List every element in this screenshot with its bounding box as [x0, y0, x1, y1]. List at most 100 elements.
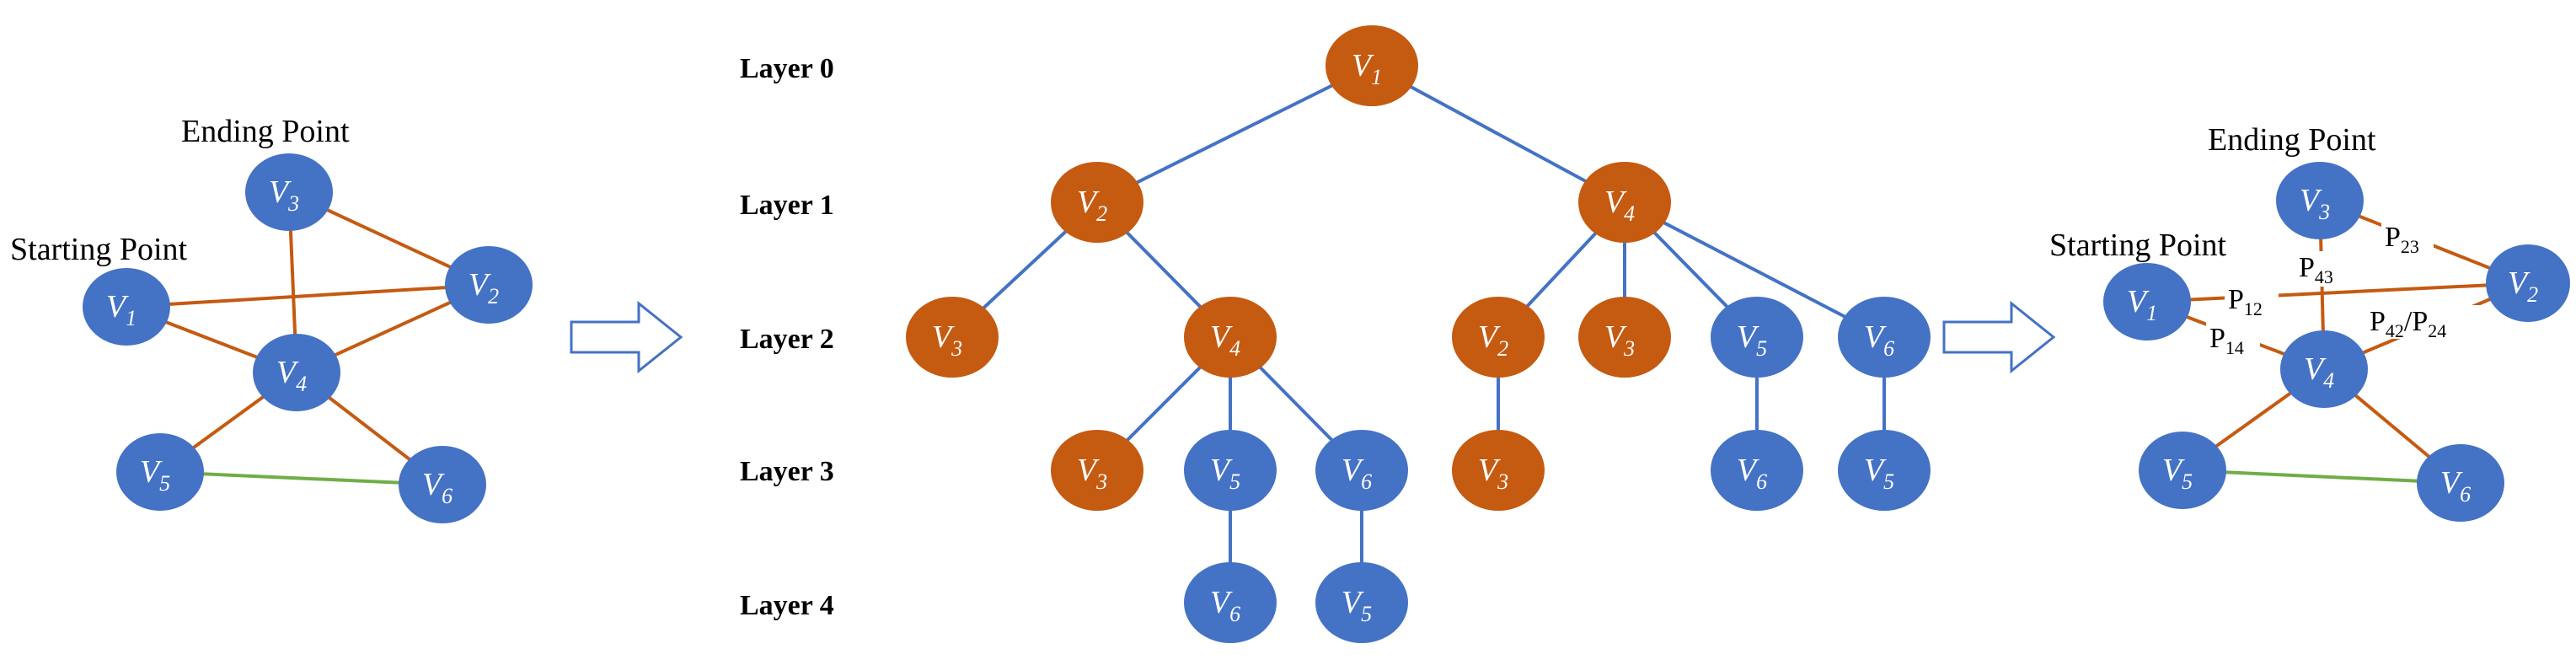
tree-node-t3: V4 [1578, 162, 1671, 243]
svg-text:V2: V2 [469, 267, 499, 308]
left-node-v5: V5 [116, 433, 204, 511]
tree-node-label: V3 [1478, 453, 1508, 494]
right-starting-point-label: Starting Point [2049, 228, 2227, 263]
tree-node-t1: V1 [1325, 25, 1418, 106]
tree-node-label: V3 [1604, 319, 1635, 361]
left-node-v2-sub: 2 [488, 284, 499, 308]
path-label-p12: P12 [2228, 284, 2263, 319]
right-node-v3: V3 [2276, 162, 2364, 239]
path-label-p23-base: P [2385, 222, 2401, 253]
left-node-v4: V4 [253, 334, 340, 411]
right-node-v6-base: V [2440, 465, 2463, 501]
path-label-p23: P23 [2385, 222, 2419, 257]
tree-node-t7: V3 [1578, 297, 1671, 378]
path-label-p42-base: P [2370, 306, 2386, 337]
svg-text:V2: V2 [2508, 265, 2538, 307]
left-node-v3: V3 [245, 153, 333, 231]
left-node-v6-sub: 6 [442, 484, 453, 508]
left-node-v5-base: V [140, 454, 163, 490]
right-node-v2: V2 [2486, 244, 2570, 322]
path-label-p14-base: P [2209, 323, 2225, 354]
tree-node-t17: V5 [1315, 562, 1408, 643]
left-graph: V3 V2 V1 V4 V5 V6 Ending Point Starting … [10, 114, 533, 523]
tree-node-t11: V5 [1184, 430, 1277, 511]
path-label-p14: P14 [2209, 323, 2244, 358]
tree-node-label: V6 [1342, 453, 1372, 494]
tree-node-label: V1 [1352, 48, 1382, 89]
left-node-v3-base: V [269, 174, 292, 210]
tree-node-label: V5 [1210, 453, 1240, 494]
tree-node-label: V2 [1077, 185, 1107, 226]
right-edge-v1-v2 [2146, 282, 2529, 303]
arrow-right-icon-2 [1942, 300, 2056, 374]
left-edge-v1-v2 [126, 283, 490, 308]
svg-text:V4: V4 [276, 355, 307, 396]
path-label-p42-sub: 42 [2386, 320, 2404, 341]
path-label-p12-sub: 12 [2244, 298, 2263, 319]
left-edge-v5-v6 [159, 470, 443, 486]
tree-node-label: V3 [1077, 453, 1107, 494]
left-node-v5-sub: 5 [159, 471, 170, 496]
path-label-p24-base: /P [2404, 306, 2428, 337]
tree-node-t15: V5 [1838, 430, 1931, 511]
tree-node-label: V6 [1737, 453, 1767, 494]
search-tree: Layer 0 Layer 1 Layer 2 Layer 3 Layer 4 … [740, 25, 1931, 643]
path-label-p23-sub: 23 [2401, 236, 2419, 257]
left-node-v1-base: V [106, 289, 129, 324]
left-node-v1-sub: 1 [126, 306, 137, 330]
path-label-p12-base: P [2228, 284, 2244, 315]
path-label-p43-sub: 43 [2315, 266, 2333, 287]
right-node-v5-base: V [2162, 453, 2185, 488]
tree-node-t16: V6 [1184, 562, 1277, 643]
right-node-v6: V6 [2417, 444, 2504, 522]
left-node-v4-sub: 4 [296, 372, 307, 396]
path-label-p43: P43 [2299, 252, 2333, 287]
svg-text:V5: V5 [2162, 453, 2193, 494]
right-node-v6-sub: 6 [2460, 482, 2471, 507]
svg-text:V4: V4 [2304, 351, 2334, 393]
tree-node-t13: V3 [1452, 430, 1545, 511]
tree-node-t8: V5 [1711, 297, 1803, 378]
svg-text:V3: V3 [2300, 183, 2330, 224]
right-node-v4-sub: 4 [2323, 368, 2334, 393]
tree-node-label: V3 [932, 319, 962, 361]
svg-text:V5: V5 [140, 454, 170, 496]
right-node-v4-base: V [2304, 351, 2327, 387]
path-label-p43-base: P [2299, 252, 2315, 283]
tree-edge-t1-t2 [1096, 64, 1373, 204]
path-label-p42-p24: P42/P24 [2370, 306, 2446, 341]
tree-node-t14: V6 [1711, 430, 1803, 511]
tree-node-t9: V6 [1838, 297, 1931, 378]
left-ending-point-label: Ending Point [181, 114, 350, 149]
svg-text:V6: V6 [422, 467, 453, 508]
tree-node-label: V4 [1604, 185, 1635, 226]
svg-text:V6: V6 [2440, 465, 2471, 507]
right-node-v2-base: V [2508, 265, 2530, 301]
right-node-v1-base: V [2127, 284, 2150, 319]
layer-label-1: Layer 1 [740, 190, 834, 221]
tree-edge-t3-t9 [1624, 201, 1885, 339]
tree-node-t10: V3 [1051, 430, 1143, 511]
tree-node-label: V5 [1737, 319, 1767, 361]
tree-node-label: V5 [1864, 453, 1894, 494]
tree-node-label: V2 [1478, 319, 1508, 361]
path-label-p14-sub: 14 [2225, 337, 2244, 358]
layer-label-3: Layer 3 [740, 456, 834, 487]
svg-text:V1: V1 [2127, 284, 2157, 325]
layer-label-2: Layer 2 [740, 324, 834, 355]
layer-label-0: Layer 0 [740, 53, 834, 84]
layer-label-4: Layer 4 [740, 590, 834, 621]
left-node-v6: V6 [399, 446, 486, 523]
right-node-v5: V5 [2139, 432, 2226, 509]
tree-node-t12: V6 [1315, 430, 1408, 511]
tree-node-t6: V2 [1452, 297, 1545, 378]
right-node-v3-base: V [2300, 183, 2322, 218]
left-node-v1: V1 [83, 268, 170, 346]
tree-node-t4: V3 [906, 297, 999, 378]
tree-node-label: V6 [1210, 585, 1240, 626]
tree-node-label: V5 [1342, 585, 1372, 626]
right-ending-point-label: Ending Point [2208, 122, 2376, 158]
